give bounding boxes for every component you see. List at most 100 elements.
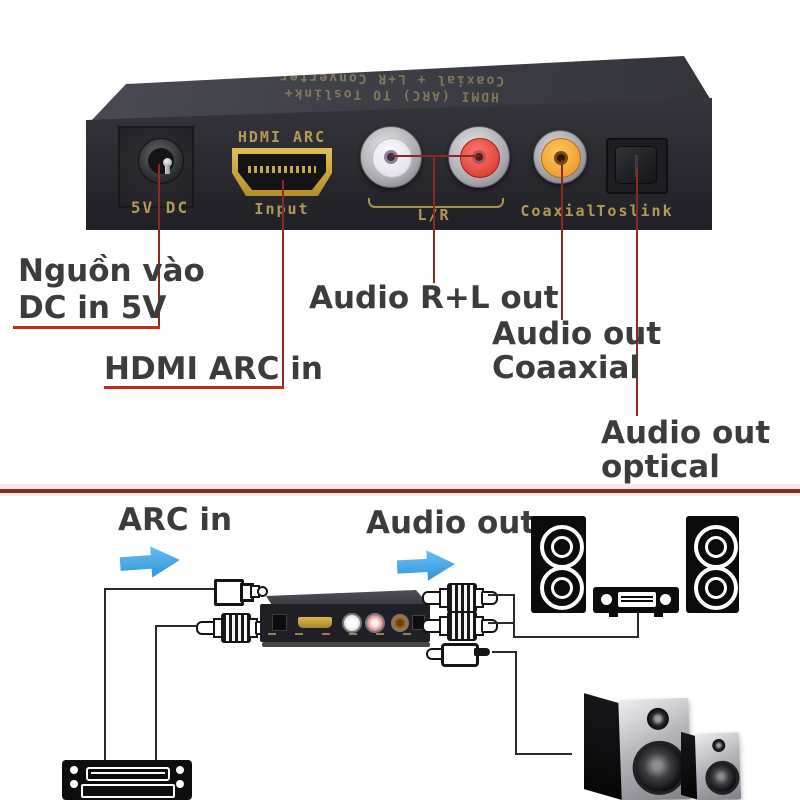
amp-display bbox=[618, 592, 656, 607]
cable-optical-vertical bbox=[104, 588, 106, 762]
mini-coaxial-port bbox=[391, 614, 409, 632]
speaker-driver bbox=[540, 525, 584, 569]
hdmi-port-label-top: HDMI ARC bbox=[237, 128, 327, 146]
rca-plug-icon-out1 bbox=[422, 583, 498, 613]
dc-port-label: 5V DC bbox=[130, 198, 190, 217]
optical-plug-body bbox=[214, 579, 244, 606]
soundbar-knob bbox=[176, 780, 184, 788]
speaker-driver-inner bbox=[705, 577, 727, 599]
plain-plug-stub bbox=[474, 648, 490, 656]
tweeter bbox=[712, 738, 726, 753]
coaxial-port-label: Coaxial bbox=[520, 202, 598, 220]
soundbar-display-slot bbox=[86, 767, 170, 781]
callout-label-coaxial-line2: Coaaxial bbox=[492, 350, 641, 386]
callout-label-optical-line2: optical bbox=[601, 449, 720, 485]
amp-foot bbox=[654, 613, 663, 617]
cable-amp-v bbox=[637, 612, 639, 638]
callout-line-coaxial bbox=[561, 160, 563, 320]
dc-jack-hole bbox=[148, 148, 174, 174]
cable-out3-h bbox=[492, 651, 517, 653]
rca-jack-right-hole bbox=[472, 150, 486, 164]
mini-converter-front bbox=[260, 604, 430, 642]
rca-pair-bracket bbox=[368, 198, 504, 208]
toslink-port-label: Toslink bbox=[596, 202, 674, 220]
diagram-label-arc-in: ARC in bbox=[118, 502, 233, 538]
callout-label-hdmi: HDMI ARC in bbox=[104, 351, 323, 387]
converter-rear-panel: 5V DC HDMI ARC Input L/R Coaxial bbox=[86, 98, 712, 230]
cable-optical-horizontal bbox=[104, 588, 216, 590]
rca-plug-barrel bbox=[221, 613, 251, 643]
bookshelf-speaker-small bbox=[694, 732, 742, 800]
mini-converter-shadow bbox=[262, 642, 430, 647]
mini-converter-top bbox=[266, 590, 428, 608]
converter-top-print: HDMI (ARC) TO Toslink+ Coaxial + L+R Con… bbox=[216, 67, 567, 105]
callout-underline-hdmi bbox=[104, 386, 284, 389]
callout-label-optical-line1: Audio out bbox=[601, 415, 771, 451]
soundbar-knob bbox=[70, 766, 78, 774]
rca-plug-icon-left bbox=[196, 613, 272, 643]
mini-hdmi-port bbox=[298, 617, 332, 628]
cable-out3-h2 bbox=[515, 753, 572, 755]
callout-label-power-line1: Nguồn vào bbox=[18, 253, 205, 289]
dc-jack-recess bbox=[118, 126, 194, 208]
rca-plug-icon-out2 bbox=[422, 611, 498, 641]
callout-label-power-line2: DC in 5V bbox=[18, 290, 167, 326]
optical-plug-icon bbox=[214, 579, 268, 606]
mini-rca-red bbox=[365, 613, 385, 633]
hifi-speaker-right bbox=[686, 516, 739, 613]
callout-line-optical bbox=[636, 168, 638, 416]
cable-out-to-amp-h bbox=[513, 636, 639, 638]
bookshelf-speaker-big-side bbox=[584, 693, 622, 800]
soundbar-lower-slot bbox=[81, 784, 175, 798]
callout-label-rca: Audio R+L out bbox=[309, 280, 559, 316]
amp-knob bbox=[660, 594, 671, 605]
callout-line-rca bbox=[433, 157, 435, 283]
optical-plug-nub bbox=[257, 586, 268, 597]
cable-out-v bbox=[513, 594, 515, 638]
callout-line-rca-bridge bbox=[391, 155, 479, 157]
speaker-driver bbox=[540, 566, 584, 610]
cable-out3-v bbox=[515, 651, 517, 755]
cable-rca-vertical bbox=[155, 625, 157, 762]
tweeter bbox=[646, 707, 670, 731]
toslink-port-slit bbox=[635, 155, 638, 177]
arrow-right-icon-audio-out bbox=[396, 548, 456, 584]
plain-plug-barrel bbox=[441, 643, 479, 667]
hdmi-port-pins bbox=[248, 166, 316, 173]
hifi-speaker-left bbox=[531, 516, 586, 613]
dc-jack bbox=[138, 138, 184, 184]
woofer bbox=[631, 739, 688, 796]
dc-jack-pin-stem bbox=[165, 165, 170, 174]
coaxial-jack-hole bbox=[554, 151, 568, 165]
cable-out1-h bbox=[488, 594, 515, 596]
callout-label-coaxial-line1: Audio out bbox=[492, 316, 662, 352]
cable-rca-horizontal bbox=[155, 625, 198, 627]
arrow-right-icon-arc-in bbox=[119, 543, 181, 581]
diagram-label-audio-out: Audio out bbox=[366, 505, 536, 541]
mini-port-labels bbox=[268, 633, 424, 635]
speaker-driver bbox=[694, 566, 738, 610]
speaker-driver-inner bbox=[705, 536, 727, 558]
mini-dc-port bbox=[272, 614, 287, 631]
callout-underline-power bbox=[13, 326, 160, 329]
coaxial-jack bbox=[533, 130, 587, 184]
mini-converter-box bbox=[260, 590, 432, 654]
plain-plug-icon bbox=[426, 643, 492, 667]
speaker-driver-inner bbox=[551, 536, 573, 558]
rca-plug-barrel bbox=[447, 583, 477, 613]
speaker-driver bbox=[694, 525, 738, 569]
rca-jack-left-hole bbox=[384, 150, 398, 164]
callout-line-power bbox=[158, 164, 160, 326]
rca-jack-left-white bbox=[360, 126, 422, 188]
speaker-driver-inner bbox=[551, 577, 573, 599]
rca-jack-right-red bbox=[448, 126, 510, 188]
soundbar-knob bbox=[70, 780, 78, 788]
hdmi-port-label-bottom: Input bbox=[232, 200, 332, 218]
amp-knob bbox=[601, 594, 612, 605]
source-soundbar bbox=[62, 760, 192, 800]
dc-jack-pin bbox=[163, 158, 172, 167]
amp-foot bbox=[609, 613, 618, 617]
callout-line-hdmi bbox=[282, 180, 284, 388]
soundbar-knob bbox=[176, 766, 184, 774]
